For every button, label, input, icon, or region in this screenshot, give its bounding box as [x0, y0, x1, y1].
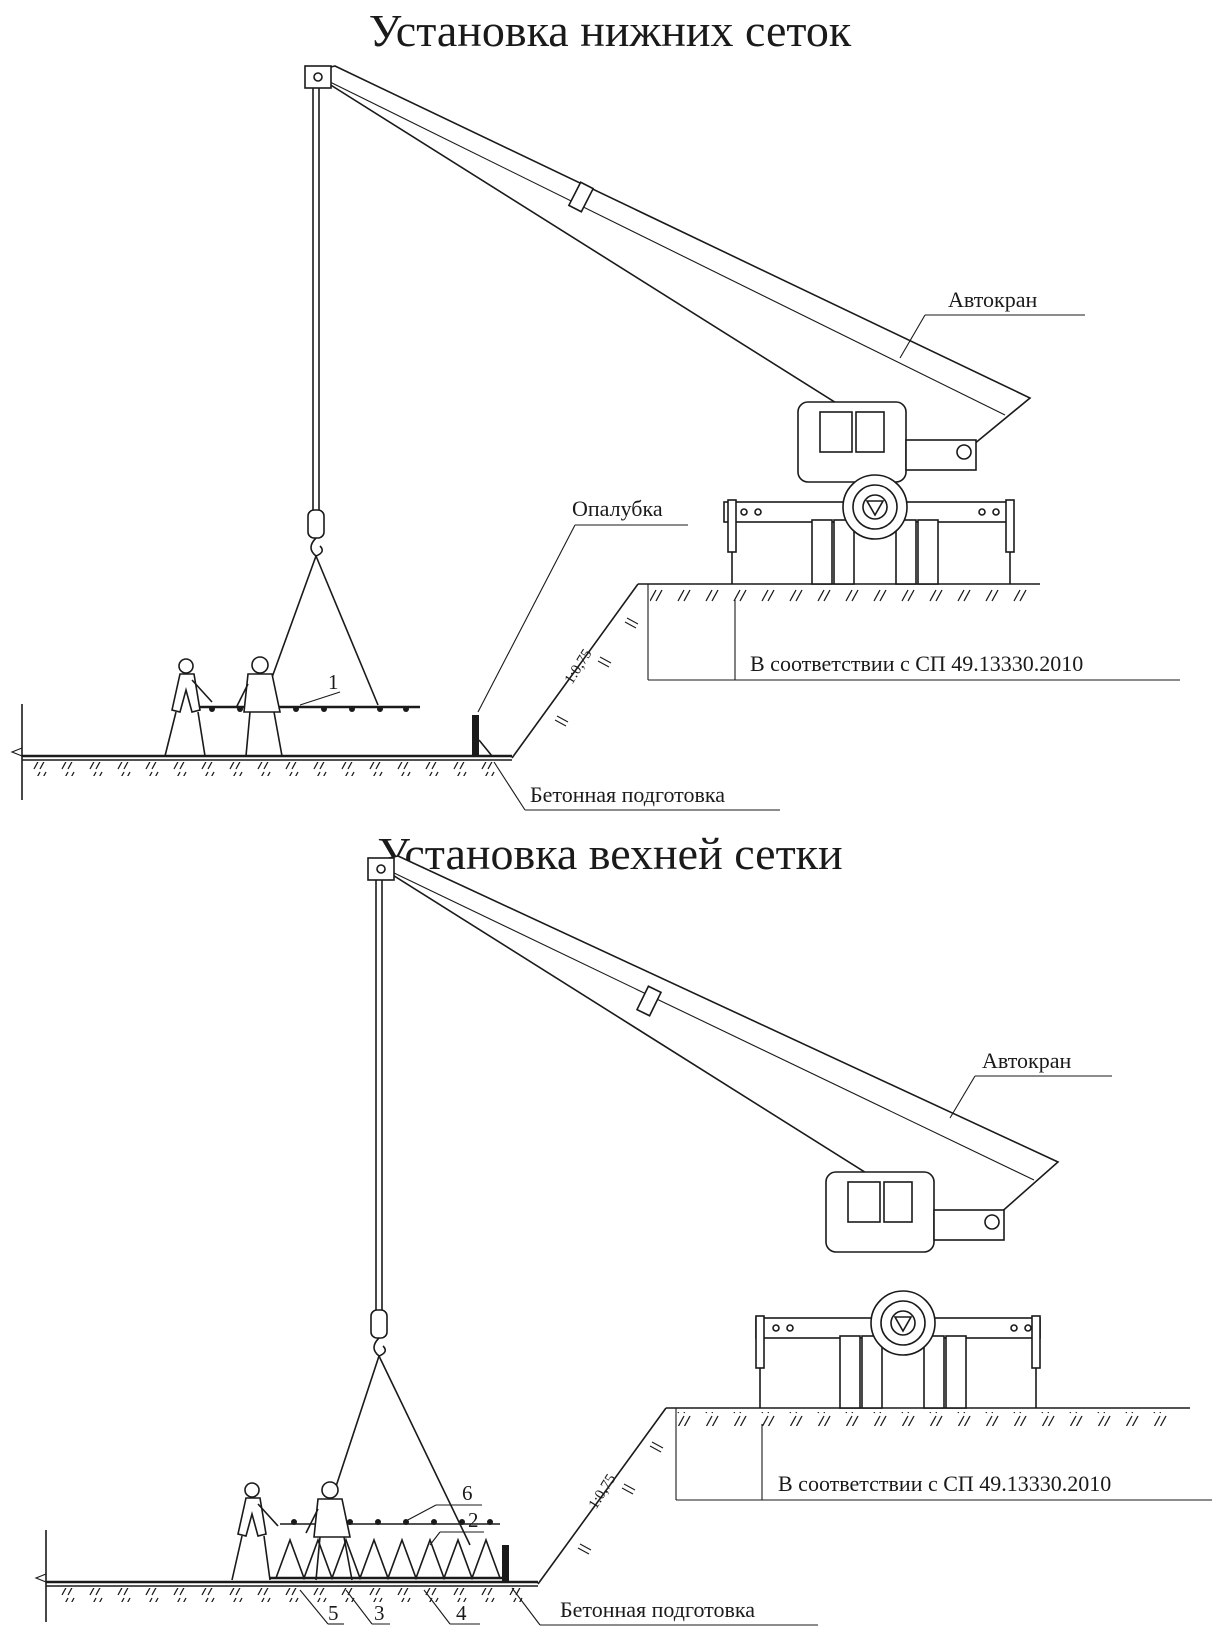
top-ground [10, 704, 512, 800]
top-slope: 1:0,75 В соответствии с СП 49.13330.2010 [511, 583, 1180, 759]
top-crane-boom: Автокран [304, 65, 1085, 510]
bottom-standard-label: В соответствии с СП 49.13330.2010 [778, 1471, 1111, 1496]
top-crane-truck [723, 401, 1015, 585]
top-formwork: Опалубка Бетонная подготовка [472, 496, 780, 811]
bottom-concrete-label: Бетонная подготовка [560, 1597, 755, 1622]
formwork-label: Опалубка [572, 496, 663, 521]
bottom-diagram: 1:0,75 В соответствии с СП 49.13330.2010… [34, 855, 1212, 1626]
bottom-formwork: Бетонная подготовка [502, 1545, 818, 1626]
bottom-mesh: 6 2 5 3 4 [270, 1481, 506, 1625]
label-6: 6 [462, 1481, 473, 1505]
top-worker-right [235, 656, 283, 757]
label-5: 5 [328, 1601, 339, 1625]
top-slope-label: 1:0,75 [562, 646, 596, 687]
label-4: 4 [456, 1601, 467, 1625]
top-worker-left [164, 658, 213, 757]
top-diagram-title: Установка нижних сеток [368, 5, 852, 56]
label-2: 2 [468, 1508, 479, 1532]
top-crane-label: Автокран [948, 287, 1038, 312]
bottom-worker-left [231, 1482, 279, 1581]
mesh-number-1: 1 [328, 670, 339, 694]
bottom-slope-label: 1:0,75 [586, 1471, 620, 1512]
top-diagram: 1:0,75 В соответствии с СП 49.13330.2010… [10, 65, 1180, 811]
top-mesh: 1 [200, 670, 420, 712]
bottom-worker-right [305, 1481, 353, 1581]
bottom-diagram-title: Установка вехней сетки [377, 828, 843, 879]
top-standard-label: В соответствии с СП 49.13330.2010 [750, 651, 1083, 676]
bottom-crane-label: Автокран [982, 1048, 1072, 1073]
label-3: 3 [374, 1601, 385, 1625]
top-concrete-label: Бетонная подготовка [530, 782, 725, 807]
bottom-crane-truck [755, 1171, 1041, 1409]
bottom-crane-boom: Автокран [367, 855, 1112, 1310]
bottom-slope: 1:0,75 В соответствии с СП 49.13330.2010 [537, 1407, 1212, 1585]
bottom-ground [34, 1530, 538, 1622]
top-hook [261, 509, 379, 706]
